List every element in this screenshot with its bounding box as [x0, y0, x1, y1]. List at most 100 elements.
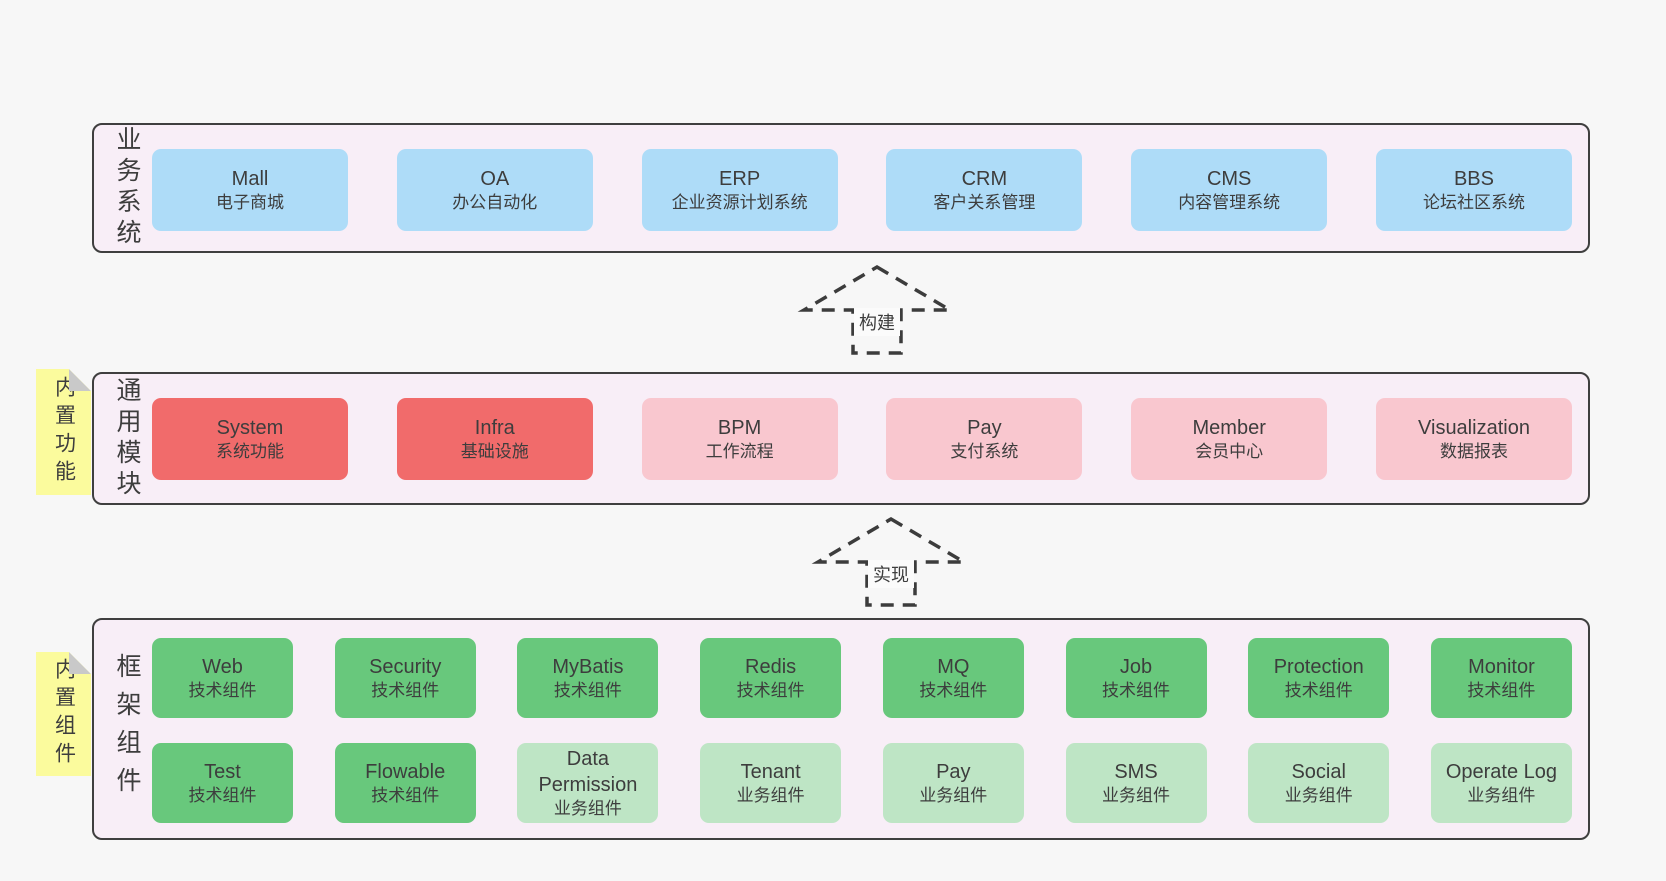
dashed-up-arrow-icon [811, 516, 971, 607]
card-title: Flowable [365, 760, 446, 783]
card-subtitle: 业务组件 [1284, 785, 1353, 805]
card-subtitle: 基础设施 [460, 441, 529, 461]
card-title: SMS [1114, 760, 1158, 783]
card-title: BPM [717, 416, 762, 439]
sticky-note-built-in-components: 内置组件 [36, 652, 91, 776]
card-subtitle: 业务组件 [919, 785, 988, 805]
card-subtitle: 办公自动化 [452, 192, 538, 212]
card-title: Visualization [1418, 416, 1530, 439]
card-subtitle: 工作流程 [705, 441, 774, 461]
card-subtitle: 技术组件 [188, 680, 257, 700]
sticky-note-built-in-components-text: 内置组件 [52, 658, 76, 770]
card-subtitle: 技术组件 [371, 785, 440, 805]
card-subtitle: 技术组件 [919, 680, 988, 700]
card-title: Monitor [1468, 655, 1535, 678]
card-title: Member [1192, 416, 1266, 439]
card-subtitle: 会员中心 [1195, 441, 1264, 461]
card-subtitle: 技术组件 [188, 785, 257, 805]
card-title: Pay [967, 416, 1002, 439]
card-title: Pay [936, 760, 971, 783]
card-subtitle: 论坛社区系统 [1422, 192, 1525, 212]
card-title: MyBatis [552, 655, 624, 678]
card-subtitle: 支付系统 [950, 441, 1019, 461]
card-subtitle: 技术组件 [371, 680, 440, 700]
card-title: Mall [231, 167, 269, 190]
card-title: Job [1119, 655, 1153, 678]
layer-label-business-systems: 业务系统 [113, 126, 141, 250]
card-title: Security [369, 655, 442, 678]
folded-corner-icon [69, 369, 91, 391]
card-title: Data Permission [538, 747, 638, 796]
card-title: Social [1291, 760, 1346, 783]
card-subtitle: 企业资源计划系统 [671, 192, 808, 212]
arrow-implement-label: 实现 [868, 560, 914, 588]
card-subtitle: 业务组件 [1467, 785, 1536, 805]
card-title: Tenant [740, 760, 801, 783]
card-subtitle: 技术组件 [736, 680, 805, 700]
arrow-implement: 实现 [811, 514, 971, 610]
card-subtitle: 内容管理系统 [1178, 192, 1281, 212]
card-subtitle: 业务组件 [736, 785, 805, 805]
card-subtitle: 系统功能 [216, 441, 284, 461]
card-subtitle: 技术组件 [1102, 680, 1171, 700]
card-subtitle: 客户关系管理 [933, 192, 1036, 212]
card-title: Redis [745, 655, 797, 678]
card-subtitle: 业务组件 [553, 798, 622, 818]
sticky-note-built-in-features-text: 内置功能 [52, 376, 76, 488]
card-title: OA [480, 167, 510, 190]
card-subtitle: 技术组件 [1284, 680, 1353, 700]
card-title: Test [204, 760, 241, 783]
card-title: MQ [937, 655, 970, 678]
sticky-note-built-in-features: 内置功能 [36, 369, 91, 495]
layer-label-framework-components: 框架组件 [113, 653, 141, 805]
card-title: Web [202, 655, 243, 678]
card-subtitle: 电子商城 [216, 192, 284, 212]
card-title: CMS [1206, 167, 1252, 190]
card-title: BBS [1453, 167, 1494, 190]
card-title: ERP [719, 167, 761, 190]
folded-corner-icon [69, 652, 91, 674]
layer-label-common-modules: 通用模块 [113, 376, 141, 501]
card-subtitle: 技术组件 [1467, 680, 1536, 700]
arrow-build: 构建 [797, 262, 957, 358]
card-subtitle: 技术组件 [553, 680, 622, 700]
card-title: Infra [474, 416, 515, 439]
arrow-build-label: 构建 [854, 308, 900, 336]
